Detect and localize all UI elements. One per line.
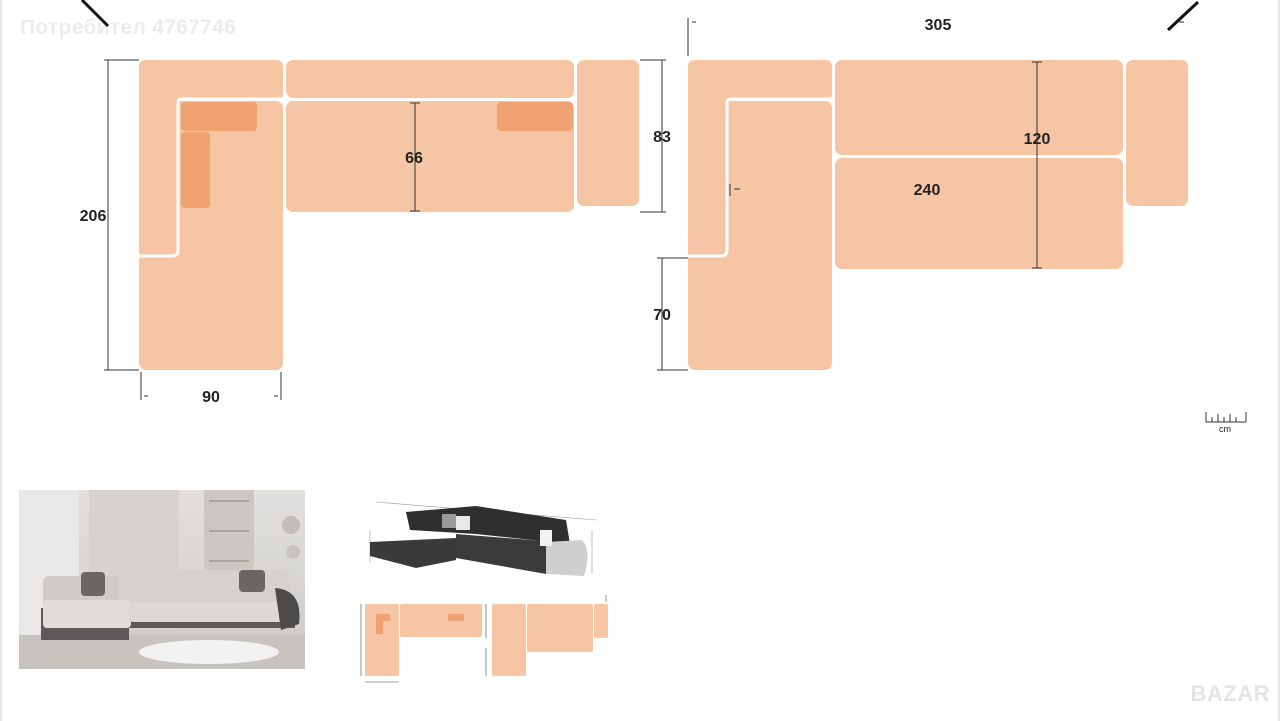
- corner-mark-right: [1166, 0, 1200, 32]
- pillow: [181, 102, 257, 131]
- scale-bar: [1205, 412, 1247, 423]
- pillow: [181, 132, 210, 208]
- bed-top-cushion: [835, 60, 1123, 155]
- seating-layout: [139, 60, 639, 370]
- dim-label-240: 240: [914, 182, 941, 199]
- pillow: [497, 102, 573, 131]
- dim-label-83: 83: [653, 129, 671, 146]
- back-cushion: [286, 60, 574, 98]
- dim-label-120: 120: [1024, 131, 1051, 148]
- dim-label-66: 66: [405, 150, 423, 167]
- chaise-seat: [688, 101, 832, 370]
- armrest: [577, 60, 639, 206]
- product-thumbnail: [356, 490, 620, 690]
- dim-label-90: 90: [202, 389, 220, 406]
- dimension-lines-right: [657, 18, 1184, 371]
- armrest: [1126, 60, 1188, 206]
- scale-unit-label: cm: [1219, 424, 1231, 434]
- bed-bottom-cushion: [835, 158, 1123, 269]
- watermark: Потребител 4767746: [20, 16, 237, 39]
- dim-label-305: 305: [925, 17, 952, 34]
- chaise-seat: [139, 101, 283, 370]
- dim-label-206: 206: [80, 208, 107, 225]
- dim-label-70: 70: [653, 307, 671, 324]
- bed-layout: [688, 60, 1188, 370]
- room-photo: [19, 490, 305, 669]
- corner-mark-left: [80, 0, 110, 28]
- dimension-lines-left: [104, 59, 666, 400]
- brand-logo: BAZAR: [1190, 681, 1270, 706]
